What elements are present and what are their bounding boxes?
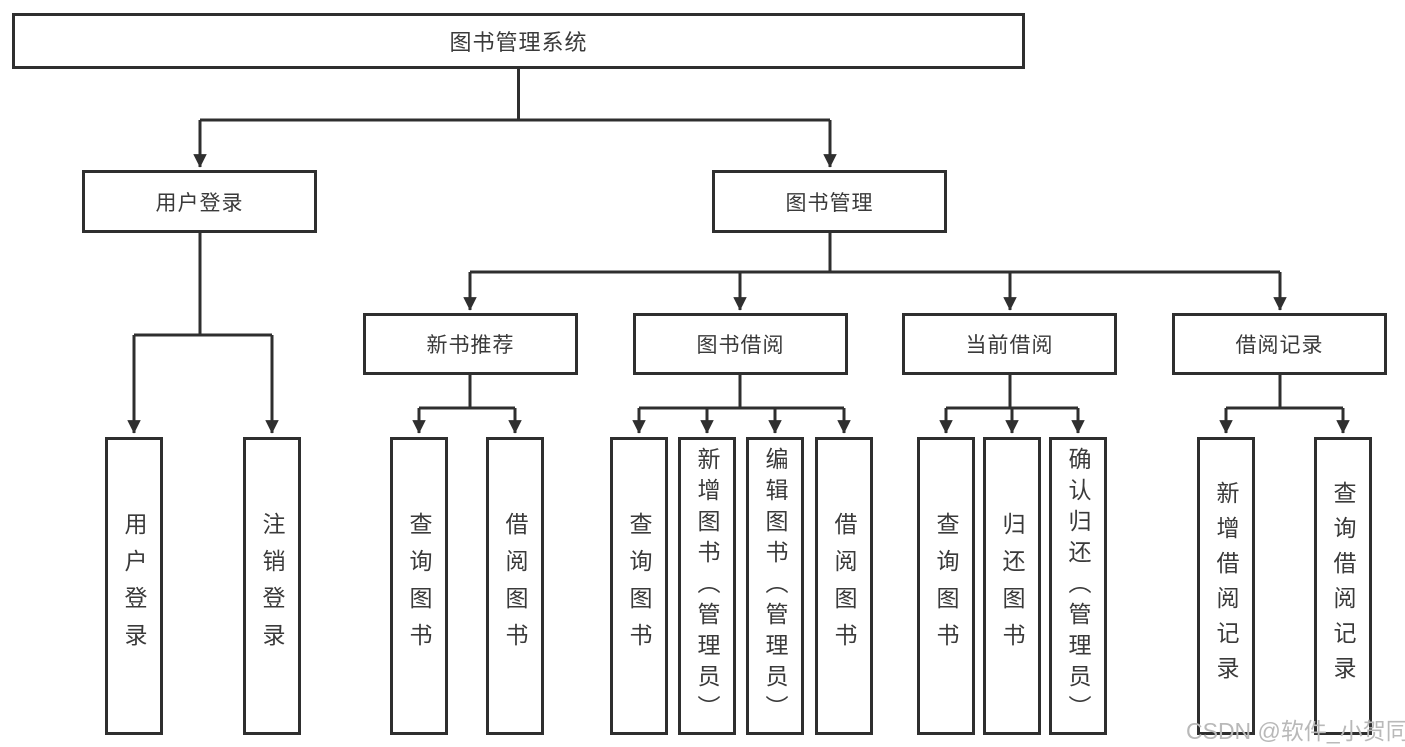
connector-records-branch	[1226, 375, 1343, 410]
node-label: 确认归还（管理员）	[1065, 446, 1091, 726]
node-leaf-recommend-query-books: 查询图书	[390, 437, 448, 735]
node-label: 图书借阅	[696, 334, 785, 357]
node-label: 查询图书	[933, 512, 959, 660]
node-label: 用户登录	[121, 512, 147, 660]
node-leaf-current-confirm-return-admin: 确认归还（管理员）	[1049, 437, 1107, 735]
connector-root-to-level2	[200, 69, 830, 122]
node-label: 查询图书	[626, 512, 652, 660]
connector-current-branch	[946, 375, 1078, 410]
node-label: 图书管理	[785, 191, 874, 215]
node-library-management-system: 图书管理系统	[12, 13, 1025, 69]
node-label: 借阅图书	[831, 512, 857, 660]
node-book-borrow: 图书借阅	[633, 313, 848, 375]
node-current-borrow: 当前借阅	[902, 313, 1117, 375]
node-label: 归还图书	[999, 512, 1025, 660]
node-leaf-recommend-borrow-books: 借阅图书	[486, 437, 544, 735]
csdn-watermark: CSDN @软件_小贺同学	[1186, 718, 1405, 744]
node-label: 注销登录	[259, 512, 285, 660]
node-leaf-user-login: 用户登录	[105, 437, 163, 735]
node-label: 借阅记录	[1235, 334, 1324, 357]
node-new-book-recommend: 新书推荐	[363, 313, 578, 375]
node-label: 查询借阅记录	[1330, 481, 1356, 691]
node-leaf-current-return-books: 归还图书	[983, 437, 1041, 735]
node-leaf-records-add-record: 新增借阅记录	[1197, 437, 1255, 735]
node-leaf-records-query-record: 查询借阅记录	[1314, 437, 1372, 735]
node-label: 编辑图书（管理员）	[762, 446, 788, 726]
node-leaf-borrow-add-books-admin: 新增图书（管理员）	[678, 437, 736, 735]
node-book-management: 图书管理	[712, 170, 947, 233]
connector-user-login-branch	[134, 233, 272, 337]
connector-book-management-branch	[470, 233, 1280, 274]
node-leaf-borrow-edit-books-admin: 编辑图书（管理员）	[746, 437, 804, 735]
node-label: 图书管理系统	[449, 30, 588, 55]
node-label: 新书推荐	[426, 334, 515, 357]
node-leaf-current-query-books: 查询图书	[917, 437, 975, 735]
node-leaf-borrow-borrow-books: 借阅图书	[815, 437, 873, 735]
node-label: 借阅图书	[502, 512, 528, 660]
node-label: 查询图书	[406, 512, 432, 660]
node-borrow-records: 借阅记录	[1172, 313, 1387, 375]
node-label: 新增图书（管理员）	[694, 446, 720, 726]
connector-borrow-branch	[639, 375, 844, 410]
node-leaf-logout: 注销登录	[243, 437, 301, 735]
node-user-login: 用户登录	[82, 170, 317, 233]
connector-recommend-branch	[419, 375, 515, 410]
node-label: 用户登录	[155, 191, 244, 215]
node-label: 当前借阅	[965, 334, 1054, 357]
node-label: 新增借阅记录	[1213, 481, 1239, 691]
node-leaf-borrow-query-books: 查询图书	[610, 437, 668, 735]
